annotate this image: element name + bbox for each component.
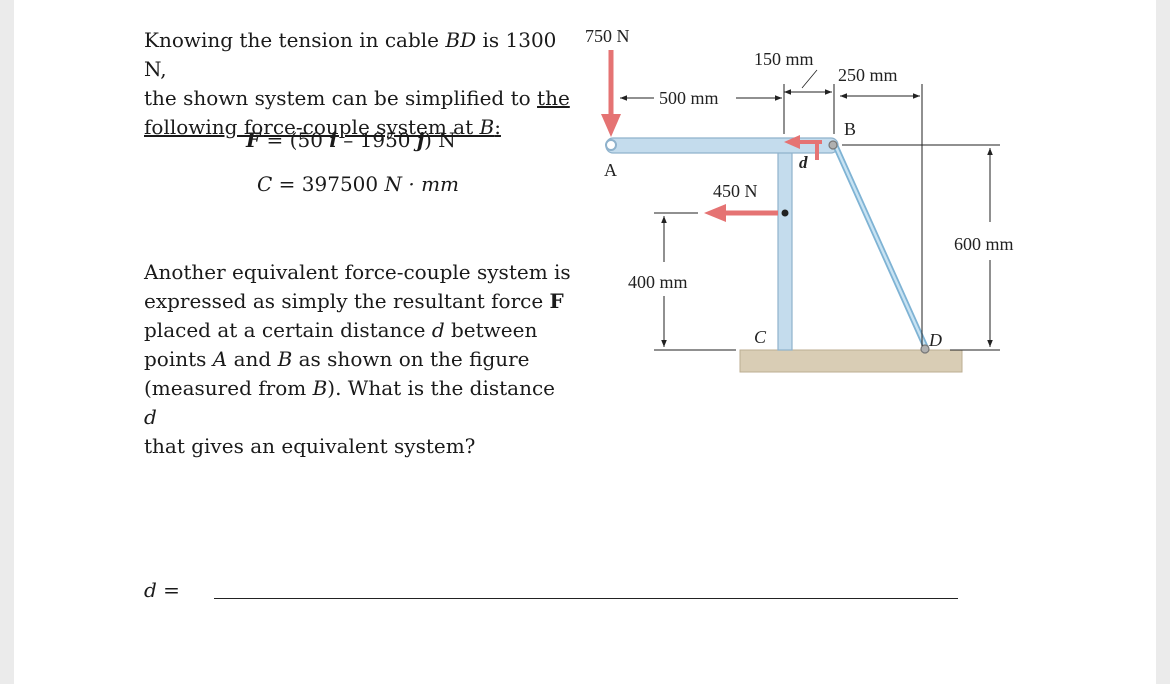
problem-line-3: following force-couple system at B:	[144, 115, 501, 139]
label-600mm: 600 mm	[954, 234, 1014, 254]
label-400mm: 400 mm	[628, 272, 688, 292]
problem-para2-line-3: placed at a certain distance d between	[144, 318, 538, 342]
label-500mm: 500 mm	[659, 88, 719, 108]
label-c: C	[754, 327, 767, 347]
vertical-member	[777, 149, 793, 351]
label-a: A	[604, 160, 617, 180]
pin-a	[605, 139, 617, 151]
label-b: B	[844, 119, 856, 139]
label-750n: 750 N	[585, 26, 630, 46]
label-250mm: 250 mm	[838, 65, 898, 85]
problem-para2-line-1: Another equivalent force-couple system i…	[144, 260, 571, 284]
problem-line-1: Knowing the tension in cable BD is 1300 …	[144, 28, 557, 81]
load-point	[781, 209, 789, 217]
pin-b	[828, 140, 838, 150]
force-450-head	[704, 204, 726, 222]
problem-para2-line-6: that gives an equivalent system?	[144, 434, 476, 458]
problem-para2-line-5: (measured from B). What is the distance …	[144, 376, 556, 429]
problem-para2-line-4: points A and B as shown on the figure	[144, 347, 530, 371]
force-750-head	[601, 114, 621, 137]
ground-support	[739, 349, 963, 373]
resultant-head	[784, 135, 800, 149]
pin-d	[920, 344, 930, 354]
couple-equation: C = 397500 N · mm	[257, 172, 460, 196]
mechanics-figure: 750 N 500 mm 150 mm 250 mm B A d 450 N 6…	[585, 26, 1014, 373]
label-d-distance: d	[799, 153, 808, 172]
label-d-point: D	[928, 330, 942, 350]
label-150mm: 150 mm	[754, 49, 814, 69]
problem-para2-line-2: expressed as simply the resultant force …	[144, 289, 564, 313]
answer-label: d =	[144, 578, 180, 602]
label-450n: 450 N	[713, 181, 758, 201]
problem-line-2: the shown system can be simplified to th…	[144, 86, 570, 110]
problem-statement: Knowing the tension in cable BD is 1300 …	[144, 26, 574, 461]
force-equation: F = (50 i – 1950 j) N	[246, 128, 456, 152]
worksheet-page: Knowing the tension in cable BD is 1300 …	[14, 0, 1156, 684]
answer-input-line[interactable]	[214, 598, 958, 599]
